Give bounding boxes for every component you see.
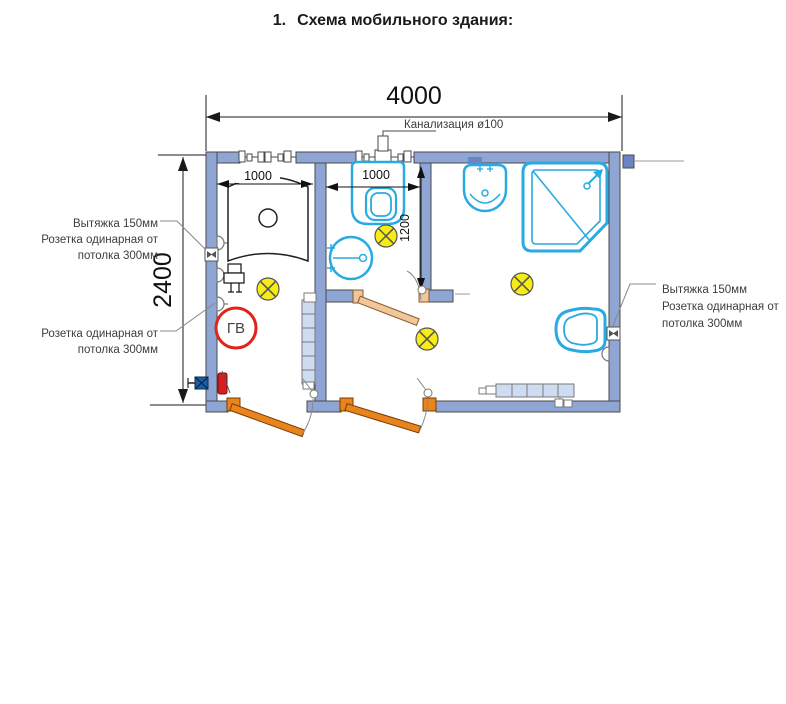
- water-tank: [227, 176, 309, 263]
- dim-text: 1000: [362, 168, 390, 182]
- partition-wc-bottom: [325, 289, 354, 303]
- partition-room1: [314, 162, 327, 402]
- top-wall-segment: [413, 151, 621, 164]
- ceiling-lamp-icon: [415, 327, 439, 351]
- callout-text: потолка 300мм: [78, 250, 158, 262]
- urinal: [554, 306, 607, 354]
- wall-joint-marker: [468, 157, 482, 164]
- bathroom-sink: [462, 163, 508, 213]
- exhaust-vent-icon: [204, 247, 219, 262]
- door-room1: [226, 377, 319, 438]
- door-vestibule: [339, 377, 437, 434]
- door-panel: [357, 295, 420, 326]
- door-swing-arc: [406, 270, 422, 301]
- label-left-bottom: Розетка одинарная от потолка 300мм: [41, 328, 158, 356]
- sleeve-assembly-1: [238, 150, 296, 163]
- left-wall: [205, 151, 218, 413]
- partition-stub: [428, 289, 454, 303]
- leader-line: [382, 130, 436, 136]
- socket-icon-right: [601, 346, 610, 362]
- door-wc: [352, 270, 430, 326]
- dimension-2400: [150, 154, 213, 406]
- callout-text: Розетка одинарная от: [41, 234, 158, 246]
- shower-cabin: [521, 161, 609, 253]
- radiator-vertical: [301, 292, 317, 390]
- callout-text: Розетка одинарная от: [662, 301, 779, 313]
- door-swing-arc: [419, 399, 429, 431]
- radiator-horizontal: [478, 383, 575, 408]
- dimension-wc-depth: 1200: [398, 166, 425, 290]
- hot-water-text: ГВ: [227, 320, 245, 337]
- door-panel: [229, 403, 306, 438]
- wall-joint-marker: [622, 154, 635, 169]
- ceiling-lamp-icon: [256, 277, 280, 301]
- socket-icon: [216, 296, 225, 312]
- exhaust-vent-icon-right: [606, 326, 621, 341]
- callout-text: потолка 300мм: [662, 318, 742, 330]
- top-wall-segment: [295, 151, 358, 164]
- red-valve-icon: [217, 370, 231, 395]
- water-filter-symbol: [223, 263, 245, 293]
- overall-width-dimension: 4000: [386, 82, 442, 110]
- door-panel: [344, 403, 422, 434]
- bottom-wall-segment: [435, 400, 621, 413]
- floor-walls: [205, 151, 621, 413]
- sleeve-assembly-2: [355, 149, 414, 163]
- sewer-label: Канализация ø100: [404, 119, 503, 131]
- overall-height-dimension: 2400: [149, 252, 177, 308]
- hot-water-badge: ГВ: [214, 306, 258, 350]
- ceiling-lamp-icon: [374, 224, 398, 248]
- label-right: Вытяжка 150мм Розетка одинарная от потол…: [662, 284, 779, 330]
- leader-line: [160, 302, 216, 332]
- socket-icon: [216, 267, 225, 283]
- leader-line: [160, 220, 207, 251]
- sewer-pipe: [377, 130, 436, 152]
- blue-valve-icon: [187, 376, 209, 390]
- dimension-wc-width: 1000: [326, 166, 420, 191]
- wc-sink: [327, 235, 374, 281]
- dim-text: 1200: [398, 214, 412, 242]
- partition-wc-right: [419, 162, 432, 291]
- shower-arrow-icon: [593, 169, 603, 179]
- dimension-4000: [205, 95, 623, 151]
- dim-text: 1000: [244, 169, 272, 183]
- door-swing-arc: [302, 398, 314, 434]
- title-number: 1.: [272, 12, 287, 29]
- bottom-wall-segment: [205, 400, 229, 413]
- page-title: 1. Схема мобильного здания:: [0, 12, 786, 30]
- ceiling-lamp-icon: [510, 272, 534, 296]
- dimension-room1-width: 1000: [217, 167, 313, 188]
- right-wall: [608, 151, 621, 413]
- title-text: Схема мобильного здания:: [297, 12, 514, 29]
- callout-text: Розетка одинарная от: [41, 328, 158, 340]
- label-left-top: Вытяжка 150мм Розетка одинарная от потол…: [41, 218, 158, 262]
- callout-text: Вытяжка 150мм: [73, 218, 158, 230]
- callout-text: потолка 300мм: [78, 344, 158, 356]
- leader-line: [611, 283, 656, 329]
- callout-text: Вытяжка 150мм: [662, 284, 747, 296]
